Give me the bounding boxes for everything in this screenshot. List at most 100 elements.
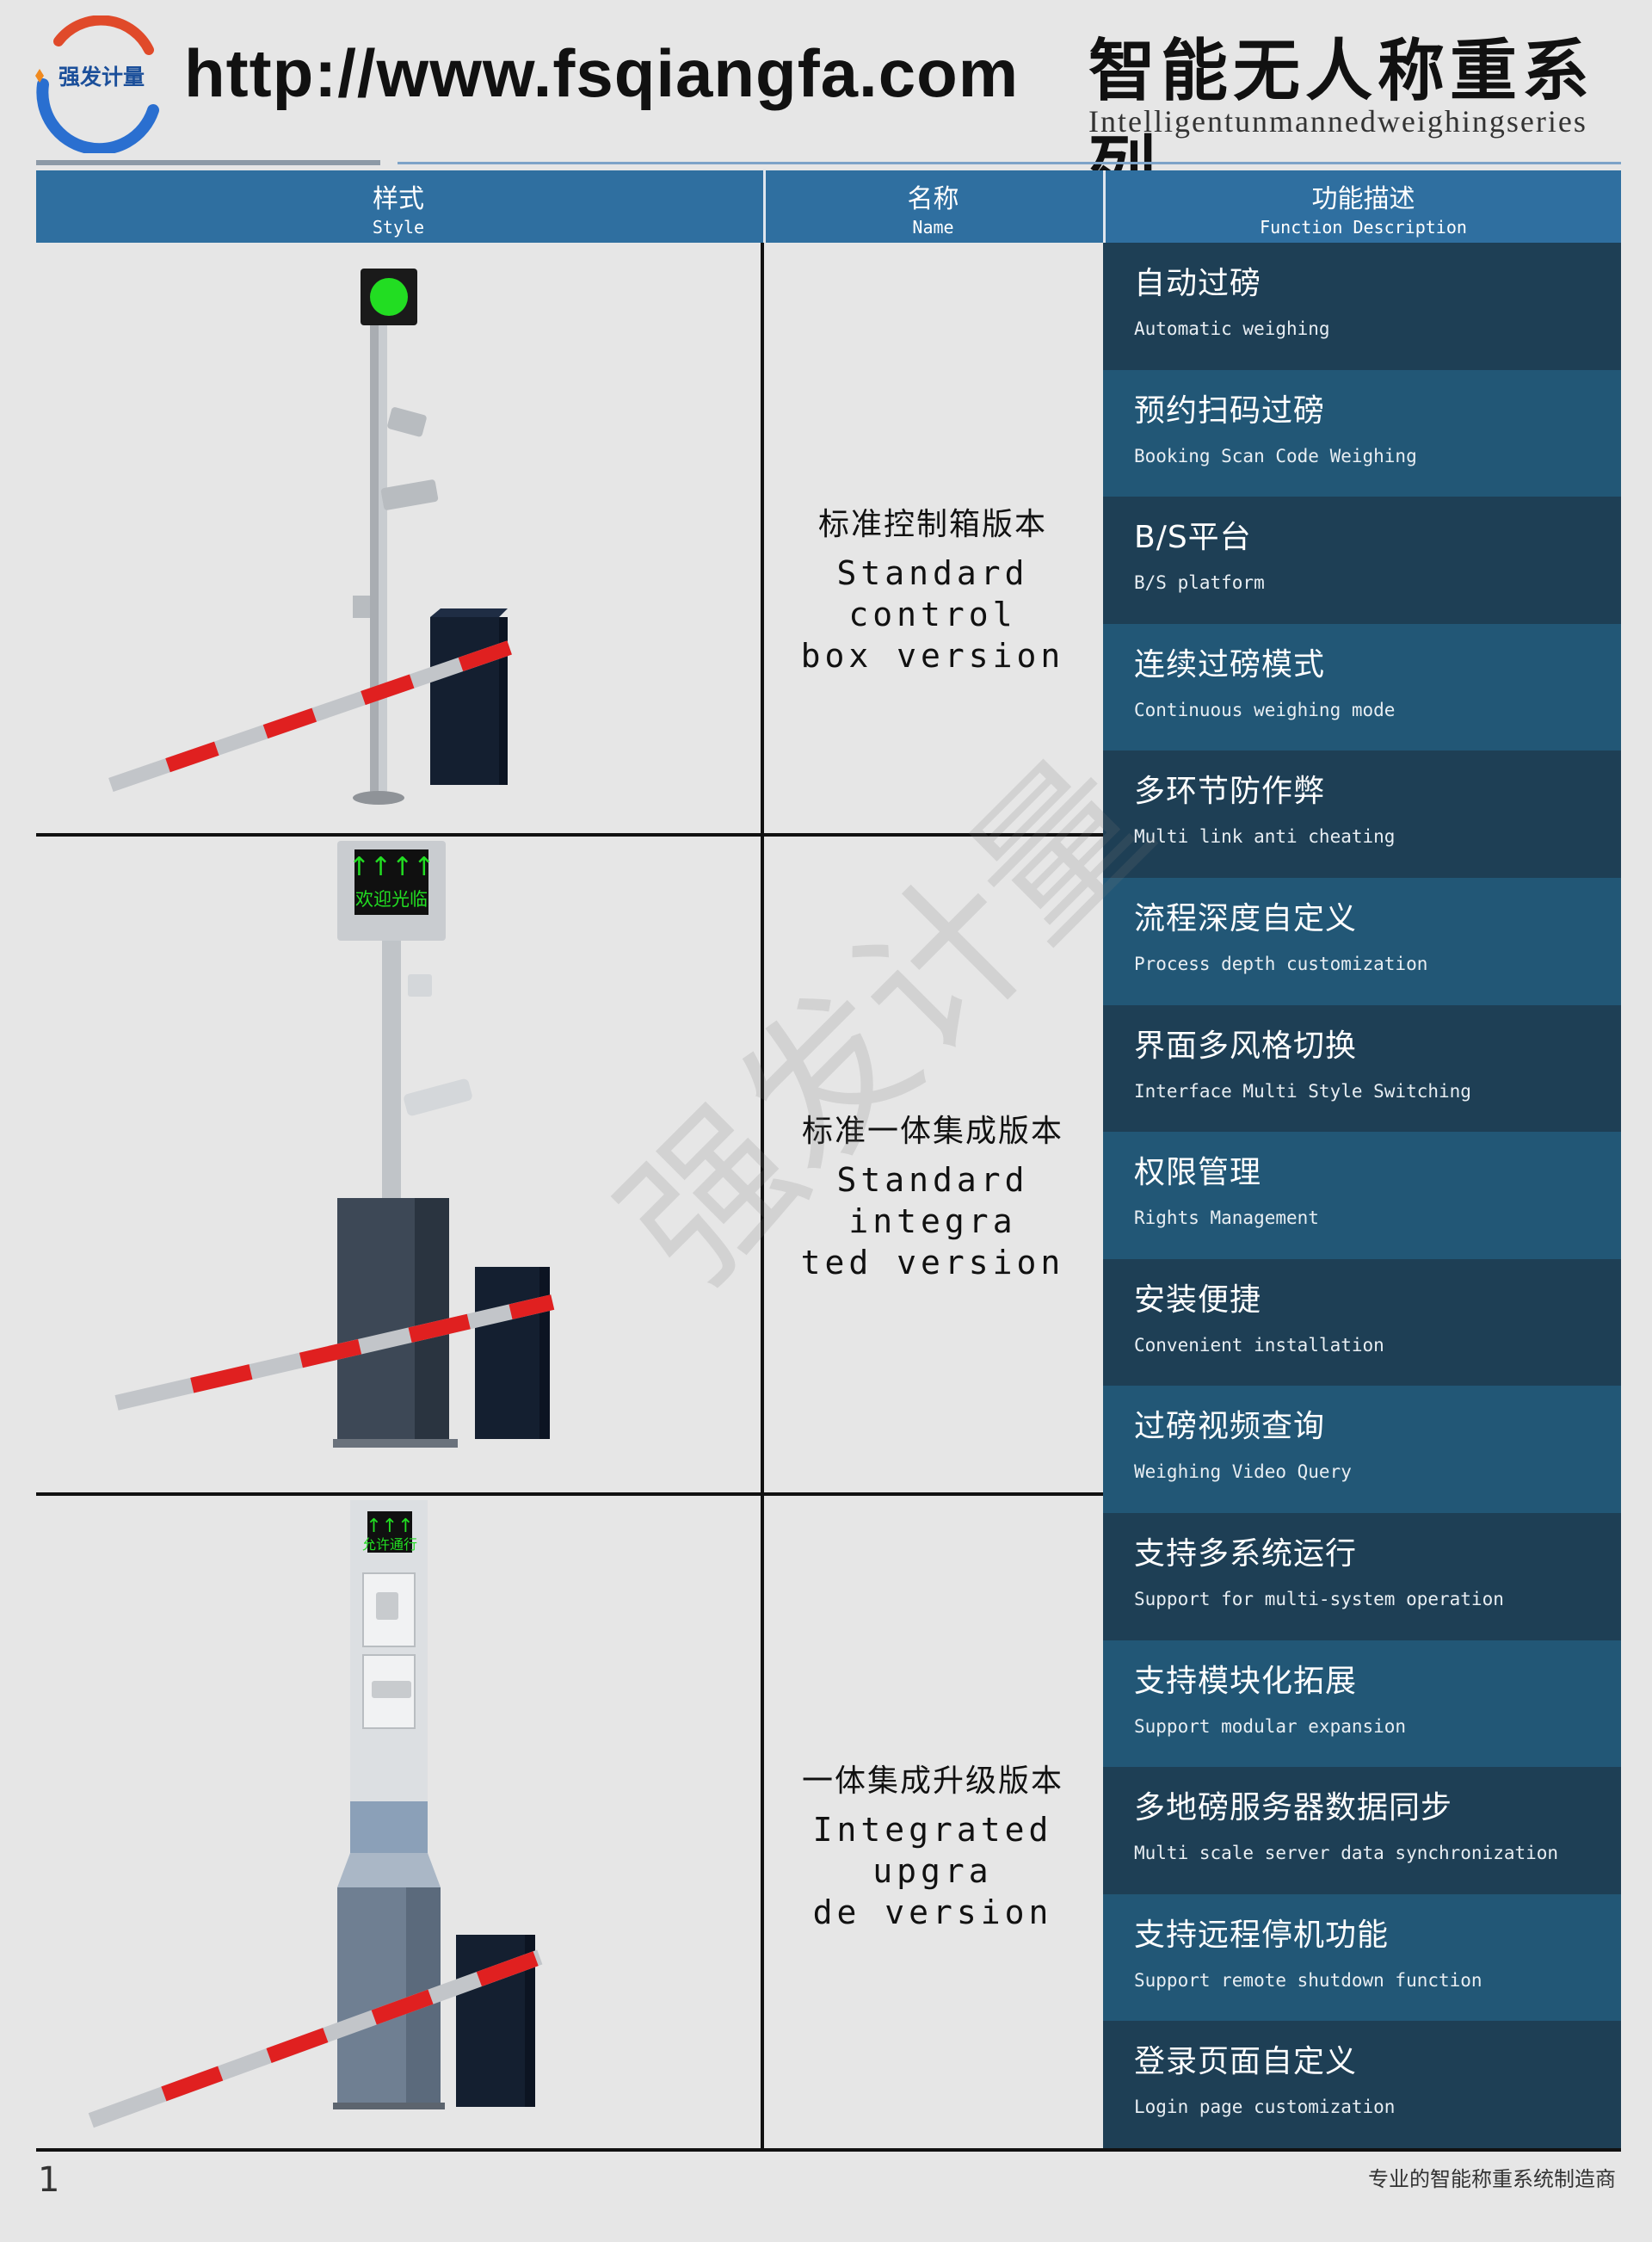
function-en: Support modular expansion [1134, 1715, 1407, 1737]
function-cn: 支持远程停机功能 [1134, 1917, 1390, 1953]
function-item: 支持远程停机功能 Support remote shutdown function [1103, 1893, 1621, 2022]
function-cn: 流程深度自定义 [1134, 901, 1358, 936]
green-signal [370, 278, 408, 316]
header-style-en: Style [372, 217, 425, 238]
header-name: 名称 Name [763, 170, 1100, 243]
function-en: Login page customization [1134, 2097, 1396, 2118]
product-name-3-cn: 一体集成升级版本 [801, 1763, 1063, 1799]
function-cn: B/S平台 [1134, 520, 1252, 556]
barrier-cabinet [430, 617, 499, 785]
header-function: 功能描述 Function Description [1103, 170, 1621, 243]
function-item: 登录页面自定义 Login page customization [1103, 2021, 1621, 2148]
function-en: Rights Management [1134, 1207, 1319, 1229]
table-bottom-line [36, 2148, 1621, 2152]
product-name-1: 标准控制箱版本 Standard control box version [764, 499, 1101, 676]
footer-tagline: 专业的智能称重系统制造商 [1368, 2167, 1616, 2191]
page-header: 强发计量 http://www.fsqiangfa.com 智能无人称重系列 I… [0, 0, 1652, 207]
function-cn: 多地磅服务器数据同步 [1134, 1790, 1453, 1826]
series-title-en: Intelligentunmannedweighingseries [1088, 104, 1587, 139]
function-item: 多地磅服务器数据同步 Multi scale server data synchr… [1103, 1767, 1621, 1894]
led-sign-text: 欢迎光临 [355, 889, 428, 910]
function-item: 预约扫码过磅 Booking Scan Code Weighing [1103, 369, 1621, 497]
column-divider [761, 243, 764, 2152]
function-cn: 过磅视频查询 [1134, 1409, 1326, 1445]
function-en: Continuous weighing mode [1134, 699, 1396, 720]
header-rule-dark [36, 160, 380, 165]
product-name-2-cn: 标准一体集成版本 [801, 1114, 1063, 1149]
function-item: 自动过磅 Automatic weighing [1103, 243, 1621, 370]
header-function-en: Function Description [1260, 217, 1467, 238]
function-item: B/S平台 B/S platform [1103, 497, 1621, 624]
product-table: 样式 Style 名称 Name 功能描述 Function Descripti… [36, 170, 1621, 2152]
company-logo: 强发计量 [33, 15, 162, 156]
function-en: Interface Multi Style Switching [1134, 1080, 1471, 1102]
function-item: 安装便捷 Convenient installation [1103, 1258, 1621, 1387]
table-header: 样式 Style 名称 Name 功能描述 Function Descripti… [36, 170, 1621, 243]
function-cn: 权限管理 [1134, 1155, 1262, 1191]
function-cn: 连续过磅模式 [1134, 646, 1326, 682]
product-name-2-en-line1: Standard integra [836, 1161, 1029, 1240]
row-divider-2 [36, 1492, 1103, 1496]
product-name-1-en-line2: box version [800, 637, 1065, 675]
product-name-3: 一体集成升级版本 Integrated upgra de version [764, 1756, 1101, 1933]
function-en: Weighing Video Query [1134, 1461, 1352, 1483]
function-en: Multi scale server data synchronization [1134, 1843, 1559, 1864]
product-name-2-en-line2: ted version [800, 1244, 1065, 1282]
header-style: 样式 Style [36, 170, 761, 243]
product-name-3-en-line1: Integrated upgra [812, 1811, 1053, 1890]
function-en: Automatic weighing [1134, 318, 1330, 339]
page-number: 1 [38, 2160, 60, 2200]
function-en: Support remote shutdown function [1134, 1969, 1482, 1991]
barrier-arm [108, 640, 512, 793]
function-cn: 支持模块化拓展 [1134, 1663, 1358, 1699]
function-cn: 登录页面自定义 [1134, 2044, 1358, 2080]
function-cn: 多环节防作弊 [1134, 774, 1326, 810]
product-name-2: 标准一体集成版本 Standard integra ted version [764, 1106, 1101, 1283]
function-item: 支持多系统运行 Support for multi-system operatio… [1103, 1513, 1621, 1640]
led-sign-text: 允许通行 [362, 1536, 417, 1553]
product-image-standard-control-box [36, 243, 761, 833]
function-item: 界面多风格切换 Interface Multi Style Switching [1103, 1004, 1621, 1133]
logo-text: 强发计量 [59, 65, 145, 90]
camera-upper [376, 1592, 398, 1620]
function-cn: 安装便捷 [1134, 1282, 1262, 1318]
barrier-arm [114, 1294, 555, 1411]
header-rule-blue [398, 162, 1621, 164]
barrier-cabinet [475, 1267, 539, 1439]
function-cn: 支持多系统运行 [1134, 1536, 1358, 1572]
function-en: Convenient installation [1134, 1334, 1384, 1356]
camera-lower [404, 1078, 472, 1116]
product-name-1-cn: 标准控制箱版本 [817, 507, 1047, 542]
function-en: Multi link anti cheating [1134, 826, 1396, 848]
function-cn: 自动过磅 [1134, 266, 1262, 301]
camera-upper [408, 974, 432, 997]
camera-lower [380, 479, 439, 510]
function-en: B/S platform [1134, 572, 1265, 594]
function-item: 权限管理 Rights Management [1103, 1132, 1621, 1259]
function-item: 多环节防作弊 Multi link anti cheating [1103, 750, 1621, 878]
product-image-standard-integrated: ↑↑↑↑ 欢迎光临 [36, 837, 761, 1492]
svg-text:↑↑↑: ↑↑↑ [366, 1516, 413, 1537]
product-image-integrated-upgrade: ↑↑↑ 允许通行 [36, 1496, 761, 2148]
series-title-cn: 智能无人称重系列 [1088, 33, 1595, 207]
product-name-3-en-line2: de version [812, 1893, 1053, 1931]
function-item: 连续过磅模式 Continuous weighing mode [1103, 623, 1621, 751]
svg-text:↑↑↑↑: ↑↑↑↑ [348, 852, 435, 882]
header-function-cn: 功能描述 [1311, 184, 1415, 214]
header-name-cn: 名称 [907, 184, 959, 214]
camera-upper [387, 407, 427, 437]
function-en: Support for multi-system operation [1134, 1589, 1504, 1609]
header-style-cn: 样式 [373, 184, 424, 214]
function-cn: 预约扫码过磅 [1134, 392, 1326, 429]
function-en: Process depth customization [1134, 954, 1428, 974]
function-item: 支持模块化拓展 Support modular expansion [1103, 1640, 1621, 1768]
function-cn: 界面多风格切换 [1134, 1028, 1358, 1064]
website-url[interactable]: http://www.fsqiangfa.com [184, 35, 1020, 111]
function-item: 流程深度自定义 Process depth customization [1103, 878, 1621, 1005]
header-name-en: Name [912, 217, 954, 238]
function-list: 自动过磅 Automatic weighing 预约扫码过磅 Booking Sca… [1103, 243, 1621, 2148]
function-en: Booking Scan Code Weighing [1134, 445, 1417, 466]
function-item: 过磅视频查询 Weighing Video Query [1103, 1386, 1621, 1513]
row-divider-1 [36, 833, 1103, 837]
product-name-1-en-line1: Standard control [836, 554, 1029, 633]
